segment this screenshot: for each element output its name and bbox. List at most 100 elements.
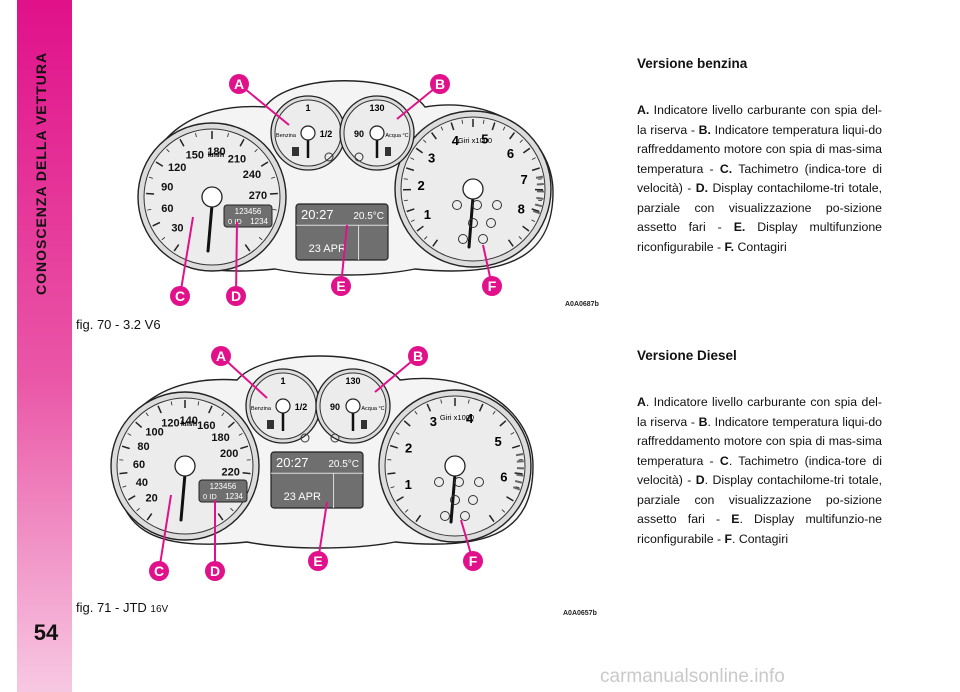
fuel-pump-icon — [292, 147, 299, 156]
tick-mark — [157, 405, 162, 414]
needle-hub — [444, 455, 466, 477]
cluster-illustration-petrol: 306090120150180210240270300km/h12345678G… — [137, 74, 554, 306]
warning-light-icon — [440, 511, 450, 521]
part-key: C. — [719, 161, 733, 176]
fuel-label-name: Benzina — [251, 406, 272, 412]
tick-mark — [406, 208, 415, 213]
warning-light-icon — [468, 218, 478, 228]
tick-mark — [221, 412, 225, 417]
warning-light-icon — [472, 200, 482, 210]
heading-diesel: Versione Diesel — [637, 348, 737, 363]
tick-mark — [432, 239, 439, 247]
tick-mark — [127, 495, 136, 501]
tick-mark — [122, 485, 127, 488]
part-key: B — [698, 414, 708, 429]
tick-mark — [511, 444, 521, 449]
caption-main: fig. 71 - JTD — [76, 600, 147, 615]
callout-line — [179, 216, 194, 297]
tick-mark — [501, 509, 506, 513]
speed-tick-label: 60 — [161, 203, 173, 215]
speed-tick-label: 100 — [145, 427, 163, 439]
speed-tick-label: 200 — [220, 448, 238, 460]
display-date: 23 APR — [284, 491, 321, 503]
callout-line — [238, 83, 290, 126]
warning-light-icon — [468, 495, 478, 505]
speed-tick-label: 20 — [146, 493, 158, 505]
tick-mark — [119, 471, 128, 475]
tick-mark — [519, 139, 524, 143]
needle-hub — [462, 178, 484, 200]
cluster-illustration-diesel: 20406080100120140160180200220240km/h1234… — [110, 346, 534, 581]
tick-mark — [531, 157, 536, 160]
needle-hub — [174, 455, 196, 477]
tick-mark — [166, 148, 170, 153]
rpm-tick-label: 3 — [430, 414, 437, 429]
tick-mark — [135, 421, 143, 429]
speed-tick-label: 60 — [133, 459, 145, 471]
rpm-tick-label: 4 — [452, 133, 460, 148]
figure-caption: fig. 70 - 3.2 V6 — [76, 317, 161, 332]
tick-mark — [146, 513, 153, 521]
figure-code: A0A0687b — [565, 301, 599, 308]
speed-tick-label: 160 — [197, 420, 215, 432]
tick-mark — [506, 496, 514, 502]
part-text: . Display contachilome-tri totale, parzi… — [637, 473, 882, 526]
callout-line — [220, 355, 268, 399]
section-title: CONOSCENZA DELLA VETTURA — [33, 52, 49, 296]
callout-marker — [482, 276, 502, 296]
tick-mark — [145, 412, 149, 417]
part-text: Display contachilome-tri totale, parzial… — [637, 181, 882, 234]
speed-tick-label: 40 — [136, 477, 148, 489]
section-diesel: Versione Diesel A. Indicatore livello ca… — [637, 348, 882, 549]
callout-line — [340, 224, 348, 287]
tick-mark — [424, 236, 428, 240]
callout-marker — [205, 561, 225, 581]
warning-light-icon — [452, 200, 462, 210]
callout-marker — [229, 74, 249, 94]
warning-light-icon — [454, 477, 464, 487]
part-text: . Contagiri — [732, 531, 789, 546]
speed-tick-label: 240 — [243, 169, 261, 181]
part-key: B. — [698, 122, 711, 137]
odometer-display — [198, 479, 248, 503]
odometer-display — [223, 204, 273, 228]
part-text: . Display multifunzio-ne riconfigurabile… — [637, 512, 882, 546]
tick-mark — [431, 132, 437, 140]
figure-caption: fig. 71 - JTD 16V — [76, 600, 168, 615]
temp-label-mid: 90 — [330, 402, 340, 412]
tick-mark — [461, 119, 463, 124]
temp-label-mid: 90 — [354, 129, 364, 139]
callout-letter: D — [231, 288, 241, 304]
part-key: F — [724, 531, 732, 546]
redline-mark — [514, 480, 523, 484]
page-number: 54 — [33, 620, 59, 645]
tick-mark — [426, 403, 432, 412]
tick-mark — [258, 236, 263, 241]
rpm-tick-label: 2 — [405, 440, 412, 455]
callout-letter: A — [216, 348, 226, 364]
needle — [179, 472, 187, 522]
tick-mark — [440, 126, 444, 131]
multifunction-display — [295, 203, 389, 261]
warning-light-icon — [450, 495, 460, 505]
tick-mark — [136, 507, 140, 512]
tick-mark — [416, 225, 424, 232]
speed-tick-label: 220 — [222, 466, 240, 478]
callout-letter: E — [336, 278, 345, 294]
tick-mark — [272, 208, 277, 211]
tick-mark — [127, 433, 132, 436]
speed-tick-label: 150 — [186, 149, 204, 161]
callout-letter: C — [175, 288, 185, 304]
speed-tick-label: 120 — [161, 417, 179, 429]
tick-mark — [238, 433, 243, 436]
callout-marker — [308, 551, 328, 571]
part-key: E. — [733, 220, 746, 234]
speed-tick-label: 120 — [168, 162, 186, 174]
warning-light-icon — [486, 218, 496, 228]
tick-mark — [403, 199, 409, 202]
tick-mark — [195, 133, 197, 138]
rpm-tick-label: 6 — [500, 470, 507, 485]
tick-mark — [148, 176, 153, 179]
tick-mark — [395, 432, 400, 435]
tick-mark — [230, 507, 234, 512]
